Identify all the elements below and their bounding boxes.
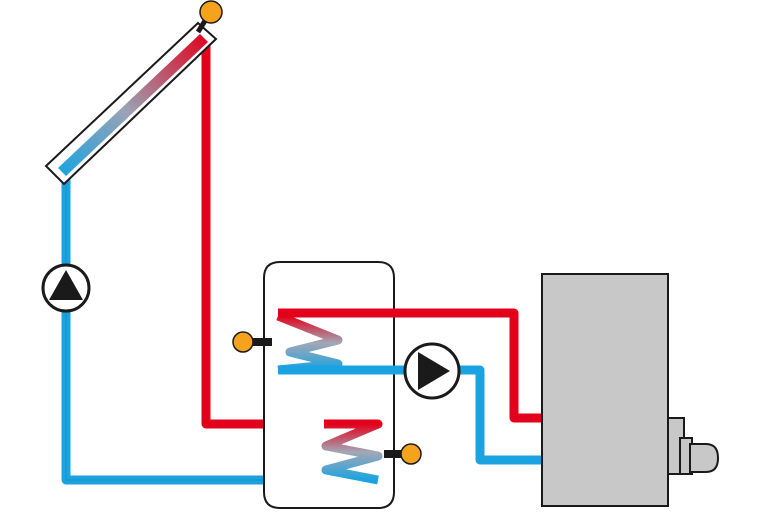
boiler — [541, 273, 720, 507]
lower-coil — [321, 419, 383, 485]
boiler-cold-pipe — [278, 365, 542, 465]
boiler-hot-pipe — [278, 308, 542, 423]
pump-arrow-up-icon — [41, 263, 91, 313]
temperature-sensor-icon — [384, 443, 422, 465]
temperature-sensor-icon — [195, 0, 223, 34]
temperature-sensor-icon — [232, 331, 272, 353]
solar-collector — [44, 21, 218, 186]
pump-arrow-right-icon — [403, 342, 461, 400]
